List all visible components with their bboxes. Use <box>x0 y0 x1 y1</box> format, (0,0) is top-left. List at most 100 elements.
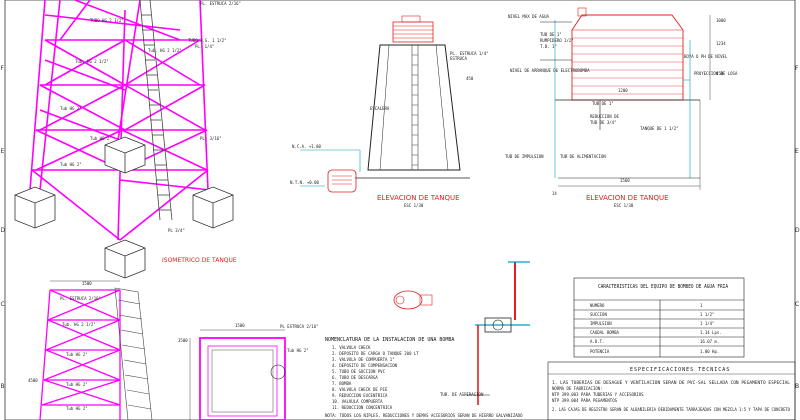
elevation1-scale: ESC 1/30 <box>404 203 424 208</box>
elev2-label: TUB DE 1" <box>592 101 614 106</box>
tech-line: 2. LAS CAJAS DE REGISTRO SERAN DE ALBAÑI… <box>552 407 791 412</box>
specs-key: A.D.T. <box>590 339 604 344</box>
isometric-tower <box>29 0 211 241</box>
plan-dim: 3500 <box>178 338 188 343</box>
iso-label: PL. 1/4" <box>195 44 214 49</box>
install-item: 6. TUBO DE DESCARGA <box>332 375 378 380</box>
specs-key: IMPULSION <box>590 321 612 326</box>
specs-value: 1 1/4" <box>700 321 714 326</box>
elev2-dim: 450 <box>716 71 724 76</box>
small-iso-label: Tub HG 2" <box>66 406 88 411</box>
elev2-label: PROYECCION DE LOSA <box>694 71 738 76</box>
border-letters-left: F E D C B <box>1 65 6 390</box>
sheet-border <box>4 0 796 420</box>
border-letter: C <box>1 301 5 308</box>
isometric-labels: PL. ESTRUCA 2/16" TUBO HG 2 1/2" TUBO H.… <box>60 1 241 264</box>
specs-title: CARACTERISTICAS DEL EQUIPO DE BOMBEO DE … <box>598 284 728 290</box>
tech-line: NORMA DE FABRICACION: <box>552 386 603 391</box>
small-iso-label: PL. ESTRUCA 2/16" <box>60 296 101 301</box>
isometric-title: ISOMETRICO DE TANQUE <box>162 257 237 264</box>
specs-value: 1.00 Hp. <box>700 349 719 354</box>
small-isometric <box>39 289 121 420</box>
elev1-label: ESCALERA <box>370 106 390 111</box>
border-letter: D <box>795 227 800 234</box>
border-letter: E <box>795 148 799 155</box>
pump-label: TUB. DE ASPIRACION <box>440 392 484 397</box>
install-item: 4. DEPOSITO DE COMPENSACION <box>332 363 398 368</box>
elev1-label: N.T.N. +0.00 <box>290 180 319 185</box>
specs-value: 1.14 Lps. <box>700 330 722 335</box>
border-letter: E <box>1 148 5 155</box>
install-title: NOMENCLATURA DE LA INSTALACION DE UNA BO… <box>325 337 454 343</box>
elev2-label: TUB DE 3/4" <box>590 120 617 125</box>
iso-label: Tub HG 2" <box>90 136 112 141</box>
small-iso-ladder <box>114 287 153 420</box>
border-letter: D <box>1 227 6 234</box>
plan-label: Tub HG 2" <box>287 348 309 353</box>
specs-value: 16.07 m. <box>700 339 719 344</box>
tech-line: 1. LAS TUBERIAS DE DESAGUE Y VENTILACION… <box>552 380 791 385</box>
specs-key: POTENCIA <box>590 349 610 354</box>
isometric-ladder <box>139 0 173 221</box>
tech-line: NTP 399.004 PARA PEGAMENTOS <box>552 398 618 403</box>
small-iso-label: Tub. HG 2 1/2" <box>62 322 96 327</box>
specs-value: 1 1/2" <box>700 312 714 317</box>
small-iso-dim: 4500 <box>28 378 38 383</box>
specs-key: CAUDAL BOMBA <box>590 330 619 335</box>
elevation1-title: ELEVACION DE TANQUE <box>377 194 460 202</box>
tech-line: NTP 399.003 PARA TUBERIAS Y ACCESORIOS <box>552 392 644 397</box>
install-note: NOTA: TODOS LOS NIPLES, REDUCCIONES Y DE… <box>325 413 523 418</box>
small-iso-label: Tub HG 2" <box>66 382 88 387</box>
elev2-dim: 1200 <box>618 88 628 93</box>
iso-label: PL. 3/16" <box>200 136 222 141</box>
plan-dim: 1500 <box>235 323 245 328</box>
elev2-label: NIVEL DE ARRANQUE DE ELECTROBOMBA <box>510 68 590 73</box>
elev2-label: T.B. 1" <box>540 44 557 49</box>
elevation2-title: ELEVACION DE TANQUE <box>586 194 669 202</box>
specs-key: SUCCION <box>590 312 607 317</box>
border-letters-right: F E D C B <box>795 65 800 390</box>
elev2-dim: 14 <box>552 191 557 196</box>
elev2-label: REDUCCION DE <box>590 114 619 119</box>
border-letter: B <box>1 383 5 390</box>
elev1-dim: 450 <box>466 76 474 81</box>
iso-label: Tub HG 2" <box>60 106 82 111</box>
specs-table <box>573 277 745 358</box>
install-item: 9. REDUCCION EXCENTRICA <box>332 393 388 398</box>
tech-specs: ESPECIFICACIONES TECNICAS 1. LAS TUBERIA… <box>547 361 796 420</box>
tech-title: ESPECIFICACIONES TECNICAS <box>630 367 730 373</box>
install-item: 3. VALVULA DE COMPUERTA 1" <box>332 357 395 362</box>
specs-value: 1 <box>700 303 703 308</box>
specs-key: NUMERO <box>590 303 605 308</box>
elev1-label: PL. ESTRUCA 1/4" <box>450 51 489 56</box>
border-letter: F <box>1 65 5 72</box>
small-iso-label: Tub HG 2" <box>66 352 88 357</box>
elev2-label: BOYA O PH DE NIVEL <box>684 54 728 59</box>
install-nomenclature: NOMENCLATURA DE LA INSTALACION DE UNA BO… <box>325 337 523 418</box>
pump-detail: TUB. DE ASPIRACION <box>393 261 530 405</box>
isometric-footings <box>14 136 234 279</box>
elev2-label: TANQUE DE 1 1/2" <box>640 126 679 131</box>
plan-label: PL ESTRUCA 2/16" <box>280 324 319 329</box>
elev2-label: NIVEL MAX DE AGUA <box>508 14 550 19</box>
iso-label: Tub HG 2" <box>60 162 82 167</box>
iso-label: PL 3/4" <box>168 228 185 233</box>
small-iso-labels: 1500 4500 PL. ESTRUCA 2/16" Tub. HG 2 1/… <box>28 280 120 411</box>
install-item: 5. TUBO DE SUCCION PVC <box>332 369 386 374</box>
elev2-dim: 1560 <box>620 178 630 183</box>
border-letter: B <box>795 383 799 390</box>
elev2-label: RUMPIDERO 1/2" <box>540 38 574 43</box>
plan-view: 1500 3500 PL ESTRUCA 2/16" Tub HG 2" <box>178 323 319 420</box>
small-iso-dim: 1500 <box>82 281 92 286</box>
elev2-dim: 1234 <box>716 41 726 46</box>
elevation-1: N.C.A. +1.80 N.T.N. +0.00 PL. ESTRUCA 1/… <box>290 15 489 208</box>
elev2-label: TUB DE ALIMENTACION <box>560 154 606 159</box>
iso-label: Tub. HG 2 1/2" <box>75 59 109 64</box>
iso-label: TUBO HG 2 1/2" <box>90 18 124 23</box>
elev2-label: TUB DE IMPULSION <box>505 154 544 159</box>
elevation2-scale: ESC 1/30 <box>614 203 634 208</box>
install-item: 2. DEPOSITO DE CARGA O TANQUE 200 LT <box>332 351 419 356</box>
install-item: 11. REDUCCION CONCENTRICA <box>332 405 393 410</box>
elevation-2: NIVEL MAX DE AGUA TUB DE 1" RUMPIDERO 1/… <box>505 7 738 208</box>
